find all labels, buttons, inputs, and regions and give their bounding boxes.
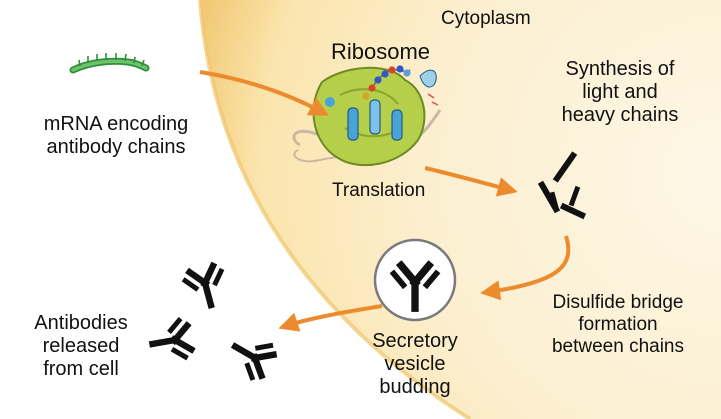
label-cytoplasm: Cytoplasm (441, 8, 531, 29)
antibody-chains-separate (537, 151, 587, 220)
arrow-translation-to-synthesis (424, 166, 518, 197)
label-disulfide: Disulfide bridge formation between chain… (551, 292, 685, 357)
mrna-strand (69, 53, 150, 74)
secretory-vesicle (373, 238, 457, 322)
label-released: Antibodies released from cell (34, 312, 128, 380)
label-ribosome: Ribosome (331, 39, 431, 64)
released-antibody-3 (221, 325, 283, 387)
label-synthesis: Synthesis of light and heavy chains (561, 58, 679, 126)
cell-membrane (198, 0, 472, 419)
arrow-synthesis-to-disulfide (480, 235, 571, 301)
label-translation: Translation (332, 180, 426, 201)
ribosome-illustration (292, 65, 442, 167)
arrow-vesicle-to-release (278, 304, 383, 332)
released-antibody-2 (145, 315, 198, 367)
label-vesicle: Secretory vesicle budding (372, 330, 458, 398)
arrow-mrna-to-ribosome (199, 70, 330, 116)
label-mrna: mRNA encoding antibody chains (43, 113, 189, 158)
released-antibody-1 (178, 259, 234, 314)
